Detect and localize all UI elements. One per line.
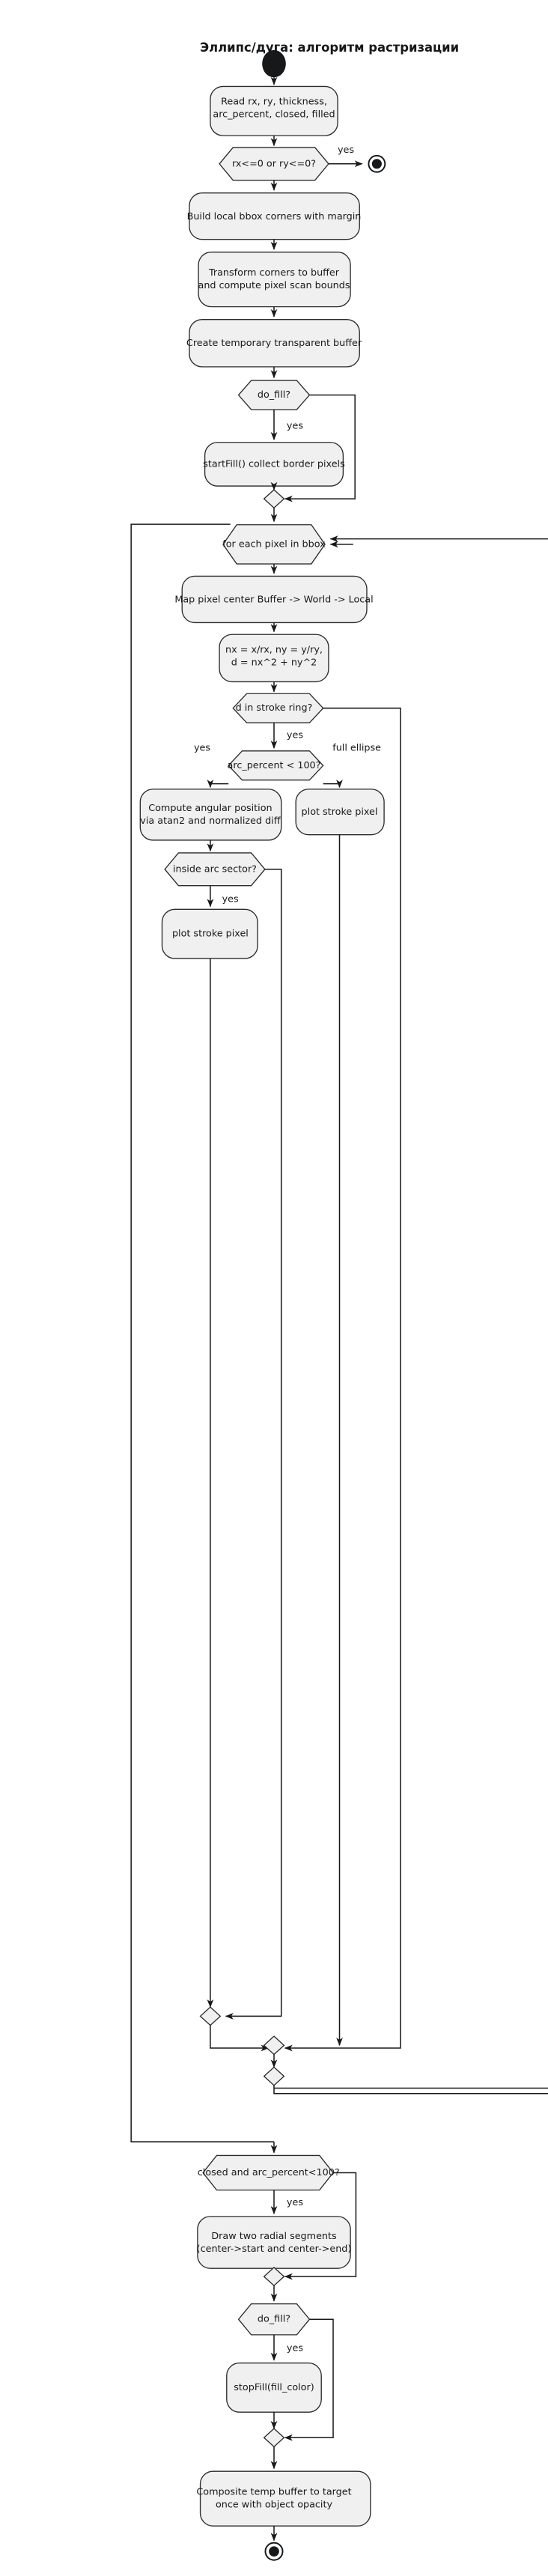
node-degenerate-check — [219, 147, 329, 181]
node-stroke-ring-label: d in stroke ring? — [236, 702, 313, 714]
edge-label-arc-percent-full: full ellipse — [332, 743, 381, 754]
node-merge-sector — [199, 2006, 222, 2026]
node-composite-line1: Composite temp buffer to target — [196, 2487, 351, 2498]
node-read-params-line1: Read rx, ry, thickness, — [221, 97, 327, 108]
node-inside-sector-label: inside arc sector? — [173, 863, 257, 875]
final-end-terminal — [269, 2546, 279, 2557]
node-merge-fill-2 — [263, 2428, 285, 2448]
edge-loop-return-rail-outer — [274, 2087, 548, 2089]
node-do-fill-1-label: do_fill? — [258, 389, 290, 401]
node-plot-stroke-arc-line1: plot stroke pixel — [172, 929, 249, 940]
node-build-bbox-line1: Build local bbox corners with margin — [187, 211, 362, 222]
node-merge-closed — [263, 2267, 285, 2287]
node-transform-corners-line2: and compute pixel scan bounds — [198, 280, 350, 291]
edge-arc-percent-yes — [207, 780, 229, 789]
edge-label-arc-percent-yes: yes — [194, 743, 210, 754]
edge-label-do-fill-2-yes: yes — [287, 2343, 303, 2354]
edge-closed-no — [284, 2172, 357, 2280]
early-end-terminal — [371, 159, 382, 169]
node-plot-stroke-full-line1: plot stroke pixel — [302, 806, 378, 818]
edge-label-stroke-ring-yes: yes — [287, 730, 303, 741]
edge-label-inside-sector-yes: yes — [222, 893, 239, 905]
edge-do-fill-2-no — [284, 2318, 334, 2441]
node-do-fill-1 — [237, 380, 311, 410]
node-degenerate-check-label: rx<=0 or ry<=0? — [232, 158, 316, 169]
node-transform-corners-line1: Transform corners to buffer — [208, 267, 340, 279]
edge-label-do-fill-1-yes: yes — [287, 420, 303, 431]
edge-loop-exit-rail — [130, 523, 274, 2142]
node-composite-line2: once with object opacity — [216, 2500, 332, 2511]
node-start-fill-line1: startFill() collect border pixels — [203, 458, 345, 470]
node-map-pixel-line1: Map pixel center Buffer -> World -> Loca… — [174, 595, 373, 606]
node-radial-segments — [197, 2216, 351, 2269]
page-title: Эллипс/дуга: алгоритм растризации — [200, 40, 459, 55]
node-radial-segments-line1: Draw two radial segments — [211, 2231, 337, 2242]
edge-stroke-ring-no — [284, 707, 401, 2052]
node-loop-pixels-label: for each pixel in bbox — [222, 538, 326, 550]
node-stroke-ring — [232, 693, 324, 723]
node-closed-check-label: closed and arc_percent<100? — [198, 2167, 340, 2178]
node-loop-pixels — [222, 524, 326, 565]
node-read-params-line2: arc_percent, closed, filled — [213, 109, 335, 121]
node-do-fill-2-label: do_fill? — [258, 2314, 290, 2325]
node-merge-ring — [263, 2066, 285, 2086]
node-compute-angle-line1: Compute angular position — [148, 803, 272, 814]
node-merge-fill-1 — [263, 489, 285, 509]
node-stop-fill-line1: stopFill(fill_color) — [234, 2382, 314, 2393]
edge-label-closed-yes: yes — [287, 2197, 303, 2208]
node-closed-check — [202, 2154, 334, 2191]
node-do-fill-2 — [237, 2303, 311, 2336]
node-transform-corners — [198, 252, 351, 308]
edge-merge-sector-to-merge-arc — [210, 2025, 270, 2052]
edge-arc-percent-full — [323, 780, 343, 789]
edge-label-degenerate-yes: yes — [338, 145, 354, 156]
node-arc-percent-check — [228, 750, 324, 781]
node-compute-angle-line2: via atan2 and normalized diff — [140, 815, 281, 827]
node-normalize-line2: d = nx^2 + ny^2 — [231, 657, 317, 668]
node-normalize-line1: nx = x/rx, ny = y/ry, — [225, 644, 323, 655]
node-merge-arc — [263, 2035, 285, 2056]
edge-loop-back — [273, 535, 548, 2094]
edge-do-fill-1-no — [284, 394, 356, 502]
start-terminal — [262, 49, 286, 78]
node-arc-percent-check-label: arc_percent < 100? — [228, 760, 321, 771]
node-compute-angle — [139, 789, 282, 841]
node-inside-sector — [164, 852, 266, 887]
edge-inside-sector-no — [225, 869, 282, 2020]
node-create-buffer-line1: Create temporary transparent buffer — [186, 338, 362, 349]
node-radial-segments-line2: (center->start and center->end) — [197, 2244, 352, 2255]
node-composite — [199, 2470, 371, 2527]
